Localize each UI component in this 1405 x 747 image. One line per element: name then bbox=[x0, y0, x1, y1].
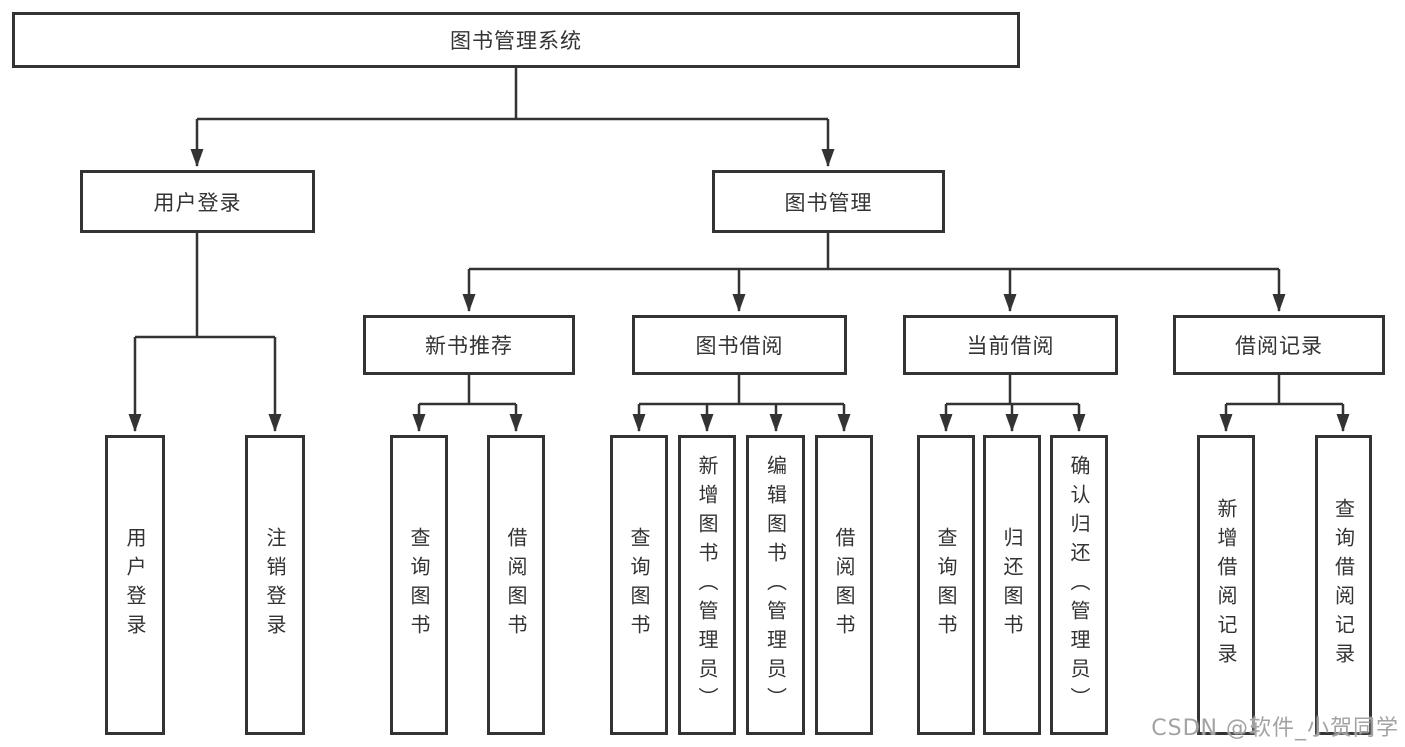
leaf-current-query-book: 查询图书 bbox=[917, 435, 975, 735]
leaf-current-return-book: 归还图书 bbox=[983, 435, 1041, 735]
leaf-borrow-query-book-label: 查询图书 bbox=[627, 527, 651, 643]
leaf-borrow-edit-book-admin-label: 编辑图书（管理员） bbox=[763, 454, 788, 716]
node-new-book-recommend: 新书推荐 bbox=[363, 315, 575, 375]
leaf-user-login-label: 用户登录 bbox=[123, 527, 147, 643]
leaf-user-login: 用户登录 bbox=[105, 435, 165, 735]
leaf-logout: 注销登录 bbox=[245, 435, 305, 735]
leaf-add-borrow-record-label: 新增借阅记录 bbox=[1214, 498, 1238, 672]
leaf-logout-label: 注销登录 bbox=[263, 527, 287, 643]
csdn-watermark: CSDN @软件_小贺同学 bbox=[1151, 716, 1399, 741]
connector-rails bbox=[135, 68, 1343, 406]
node-borrow-records: 借阅记录 bbox=[1173, 315, 1385, 375]
leaf-current-confirm-return-admin-label: 确认归还（管理员） bbox=[1067, 454, 1091, 716]
leaf-borrow-borrow-book: 借阅图书 bbox=[815, 435, 873, 735]
node-book-management: 图书管理 bbox=[712, 170, 945, 233]
leaf-current-return-book-label: 归还图书 bbox=[1000, 527, 1024, 643]
leaf-add-borrow-record: 新增借阅记录 bbox=[1197, 435, 1255, 735]
node-book-borrow: 图书借阅 bbox=[632, 315, 847, 375]
node-current-borrow: 当前借阅 bbox=[903, 315, 1118, 375]
leaf-recommend-borrow-book-label: 借阅图书 bbox=[504, 527, 528, 643]
leaf-current-confirm-return-admin: 确认归还（管理员） bbox=[1050, 435, 1108, 735]
leaf-borrow-query-book: 查询图书 bbox=[610, 435, 668, 735]
leaf-query-borrow-record-label: 查询借阅记录 bbox=[1331, 498, 1356, 672]
leaf-borrow-borrow-book-label: 借阅图书 bbox=[832, 527, 856, 643]
node-user-login: 用户登录 bbox=[80, 170, 315, 233]
node-root: 图书管理系统 bbox=[12, 12, 1020, 68]
leaf-query-borrow-record: 查询借阅记录 bbox=[1315, 435, 1372, 735]
leaf-borrow-add-book-admin-label: 新增图书（管理员） bbox=[695, 454, 719, 716]
leaf-recommend-query-book-label: 查询图书 bbox=[407, 527, 431, 643]
leaf-borrow-add-book-admin: 新增图书（管理员） bbox=[678, 435, 736, 735]
leaf-recommend-borrow-book: 借阅图书 bbox=[487, 435, 545, 735]
leaf-borrow-edit-book-admin: 编辑图书（管理员） bbox=[746, 435, 805, 735]
leaf-recommend-query-book: 查询图书 bbox=[390, 435, 448, 735]
leaf-current-query-book-label: 查询图书 bbox=[934, 527, 958, 643]
